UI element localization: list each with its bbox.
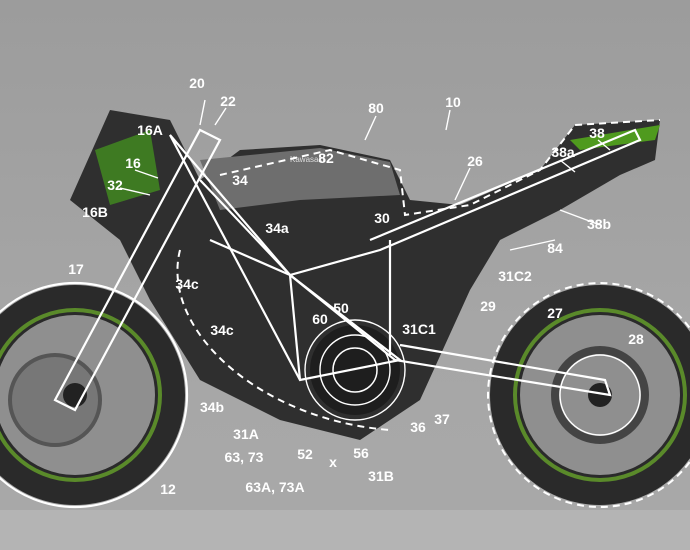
ref-label: 34a [265, 220, 289, 236]
ref-label: 36 [410, 419, 426, 435]
ref-label: 10 [445, 94, 461, 110]
ref-label: 22 [220, 93, 236, 109]
front-wheel [0, 281, 189, 509]
frame-lines [53, 99, 661, 436]
ref-label: 63A, 73A [245, 479, 304, 495]
ref-label: 16A [137, 122, 163, 138]
ref-label: 34c [175, 276, 199, 292]
ref-label: 38b [587, 216, 611, 232]
ref-label: 31C1 [402, 321, 436, 337]
ground [0, 510, 690, 550]
ref-label: 16 [125, 155, 141, 171]
ref-label: 82 [318, 150, 334, 166]
ref-label: 34b [200, 399, 224, 415]
ref-label: 31B [368, 468, 394, 484]
ref-label: 52 [297, 446, 313, 462]
ref-label: 37 [434, 411, 450, 427]
ref-label: 63, 73 [225, 449, 264, 465]
ref-label: 56 [353, 445, 369, 461]
ref-label: 31C2 [498, 268, 532, 284]
ref-label: 38a [551, 144, 575, 160]
ref-label: 17 [68, 261, 84, 277]
ref-label: x [329, 454, 337, 470]
ref-label: 50 [333, 300, 349, 316]
ref-label: 16B [82, 204, 108, 220]
ref-label: 80 [368, 100, 384, 116]
rear-wheel [487, 282, 690, 508]
ref-label: 20 [189, 75, 205, 91]
ref-label: 38 [589, 125, 605, 141]
ref-label: 12 [160, 481, 176, 497]
ref-label: 34 [232, 172, 248, 188]
ref-label: 31A [233, 426, 259, 442]
ref-label: 30 [374, 210, 390, 226]
reference-labels: 20 22 16A 80 10 82 26 38 38a 16 32 34 16… [68, 75, 644, 497]
ref-label: 60 [312, 311, 328, 327]
ref-label: 34c [210, 322, 234, 338]
ref-label: 28 [628, 331, 644, 347]
ref-label: 26 [467, 153, 483, 169]
ref-label: 27 [547, 305, 563, 321]
ref-label: 29 [480, 298, 496, 314]
ref-label: 84 [547, 240, 563, 256]
ref-label: 32 [107, 177, 123, 193]
kawasaki-logo: Kawasaki [290, 155, 324, 164]
